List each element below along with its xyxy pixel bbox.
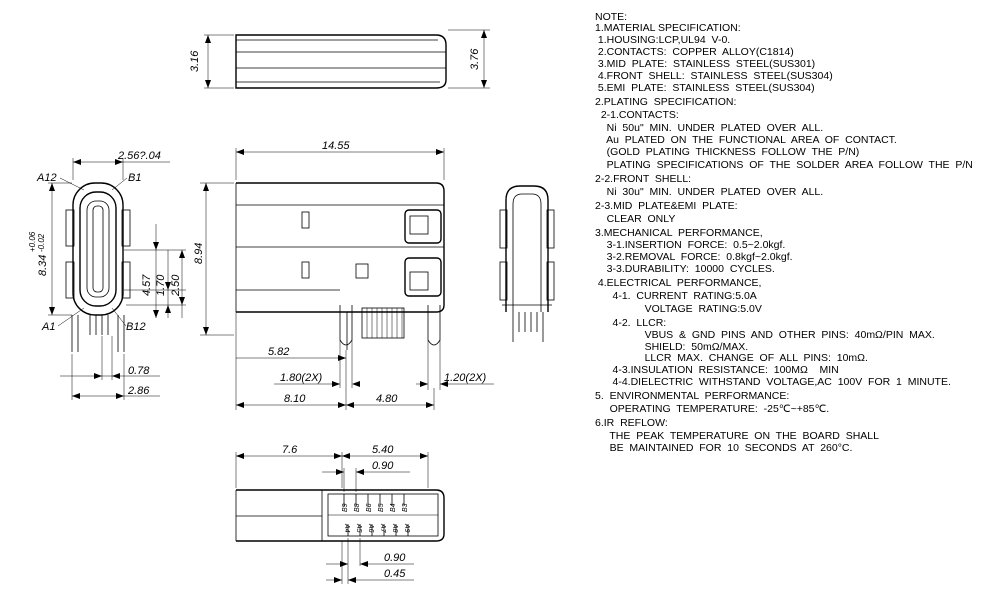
dim-side-b1: 0.78 [128,365,150,377]
note-line: 3-3.DURABILITY: 10000 CYCLES. [595,263,775,275]
note-line: CLEAR ONLY [595,213,675,225]
dim-front-582: 5.82 [268,346,289,358]
bottom-pin-label: A4 [343,523,350,533]
note-line: 2-2.FRONT SHELL: [595,173,691,185]
note-line: 6.IR REFLOW: [595,417,668,429]
dim-bottom-540: 5.40 [372,444,394,456]
note-line: NOTE: [595,11,627,23]
note-line: 2.CONTACTS: COPPER ALLOY(C1814) [595,46,794,58]
note-line: VBUS & GND PINS AND OTHER PINS: 40mΩ/PIN… [595,329,935,341]
dim-side-width: 2.56?.04 [117,150,161,162]
note-line: Au PLATED ON THE FUNCTIONAL AREA OF CONT… [595,134,897,146]
note-line: 1.HOUSING:LCP,UL94 V-0. [595,34,730,46]
note-line: Ni 30u" MIN. UNDER PLATED OVER ALL. [595,186,823,198]
note-line: 2-1.CONTACTS: [595,109,679,121]
note-line: 4-4.DIELECTRIC WITHSTAND VOLTAGE,AC 100V… [595,376,951,388]
dim-front-pitch-left: 1.80(2X) [280,372,323,384]
note-line: 2.PLATING SPECIFICATION: [595,96,736,108]
note-line: 3-1.INSERTION FORCE: 0.5~2.0kgf. [595,239,785,251]
dim-side-height: 8.34 [37,255,49,276]
front-signal-pins [361,307,405,339]
note-line: 3.MECHANICAL PERFORMANCE, [595,227,763,239]
dim-side-tol-minus: -0.02 [37,233,46,252]
note-line: 5.EMI PLATE: STAINLESS STEEL(SUS304) [595,82,815,94]
bottom-pin-label: A6 [367,523,374,533]
note-line: 1.MATERIAL SPECIFICATION: [595,22,741,34]
dim-front-480: 4.80 [376,393,398,405]
dim-side-h3: 2.50 [170,274,182,297]
dim-bottom-090-top: 0.90 [372,460,394,472]
note-line: OPERATING TEMPERATURE: -25℃~+85℃. [595,403,829,415]
notes-block: NOTE: 1.MATERIAL SPECIFICATION: 1.HOUSIN… [595,11,973,454]
note-line: 2-3.MID PLATE&EMI PLATE: [595,200,738,212]
pin-label-b1: B1 [128,172,141,184]
bottom-pin-label: B5 [378,503,385,512]
dim-side-h2: 1.70 [155,274,167,296]
note-line: VOLTAGE RATING:5.0V [595,303,762,315]
bottom-view: B9 B8 B6 B5 B4 B3 A4 A5 A6 A7 A8 A9 7.6 … [235,444,445,584]
bottom-pin-label: A9 [403,523,410,533]
top-view: 3.16 3.76 [189,29,490,89]
bottom-pin-label: B4 [390,503,397,512]
dim-side-h1: 4.57 [141,274,153,296]
bottom-pin-label: A5 [355,523,362,533]
dim-bottom-090-bot: 0.90 [384,552,406,564]
end-view-right [499,185,555,342]
bottom-pin-label: B9 [342,503,349,512]
bottom-pin-label: B3 [402,503,409,512]
dim-top-left-height: 3.16 [189,50,201,72]
end-view-left: A12 B1 A1 B12 2.56?.04 8.34 +0.06 -0.02 … [28,150,186,400]
note-line: (GOLD PLATING THICKNESS FOLLOW THE P/N) [595,146,859,158]
dim-front-810: 8.10 [284,393,306,405]
note-line: 5. ENVIRONMENTAL PERFORMANCE: [595,390,789,402]
pin-label-a12: A12 [36,172,57,184]
dim-bottom-045: 0.45 [384,568,406,580]
front-view: 14.55 8.94 5.82 1.80(2X) 1.20(2X) [193,140,494,410]
note-line: 4-1. CURRENT RATING:5.0A [595,290,757,302]
pin-label-a1: A1 [41,321,55,333]
dim-total-height: 8.94 [193,243,205,264]
note-line: Ni 50u" MIN. UNDER PLATED OVER ALL. [595,122,823,134]
note-line: 4.FRONT SHELL: STAINLESS STEEL(SUS304) [595,70,833,82]
bottom-pin-marks [343,494,409,536]
dim-side-tol-plus: +0.06 [28,231,37,252]
note-line: 4.ELECTRICAL PERFORMANCE, [595,277,761,289]
dim-side-b2: 2.86 [127,385,150,397]
note-line: THE PEAK TEMPERATURE ON THE BOARD SHALL [595,430,879,442]
note-line: PLATING SPECIFICATIONS OF THE SOLDER ARE… [595,159,973,171]
dim-bottom-76: 7.6 [282,444,298,456]
dim-top-right-height: 3.76 [469,48,481,70]
note-line: BE MAINTAINED FOR 10 SECONDS AT 260°C. [595,442,852,454]
note-line: 4-2. LLCR: [595,317,666,329]
note-line: 3.MID PLATE: STAINLESS STEEL(SUS301) [595,58,815,70]
dim-total-length: 14.55 [322,140,350,152]
bottom-pin-label: B6 [366,503,373,512]
note-line: 4-3.INSULATION RESISTANCE: 100MΩ MIN [595,364,839,376]
note-line: SHIELD: 50mΩ/MAX. [595,341,748,353]
bottom-pin-label: B8 [354,503,361,512]
dim-front-pitch-right: 1.20(2X) [444,372,487,384]
note-line: 3-2.REMOVAL FORCE: 0.8kgf~2.0kgf. [595,251,793,263]
pin-label-b12: B12 [126,321,146,333]
bottom-pin-label: A7 [379,523,386,534]
bottom-pin-label: A8 [391,523,398,533]
note-line: LLCR MAX. CHANGE OF ALL PINS: 10mΩ. [595,352,868,364]
